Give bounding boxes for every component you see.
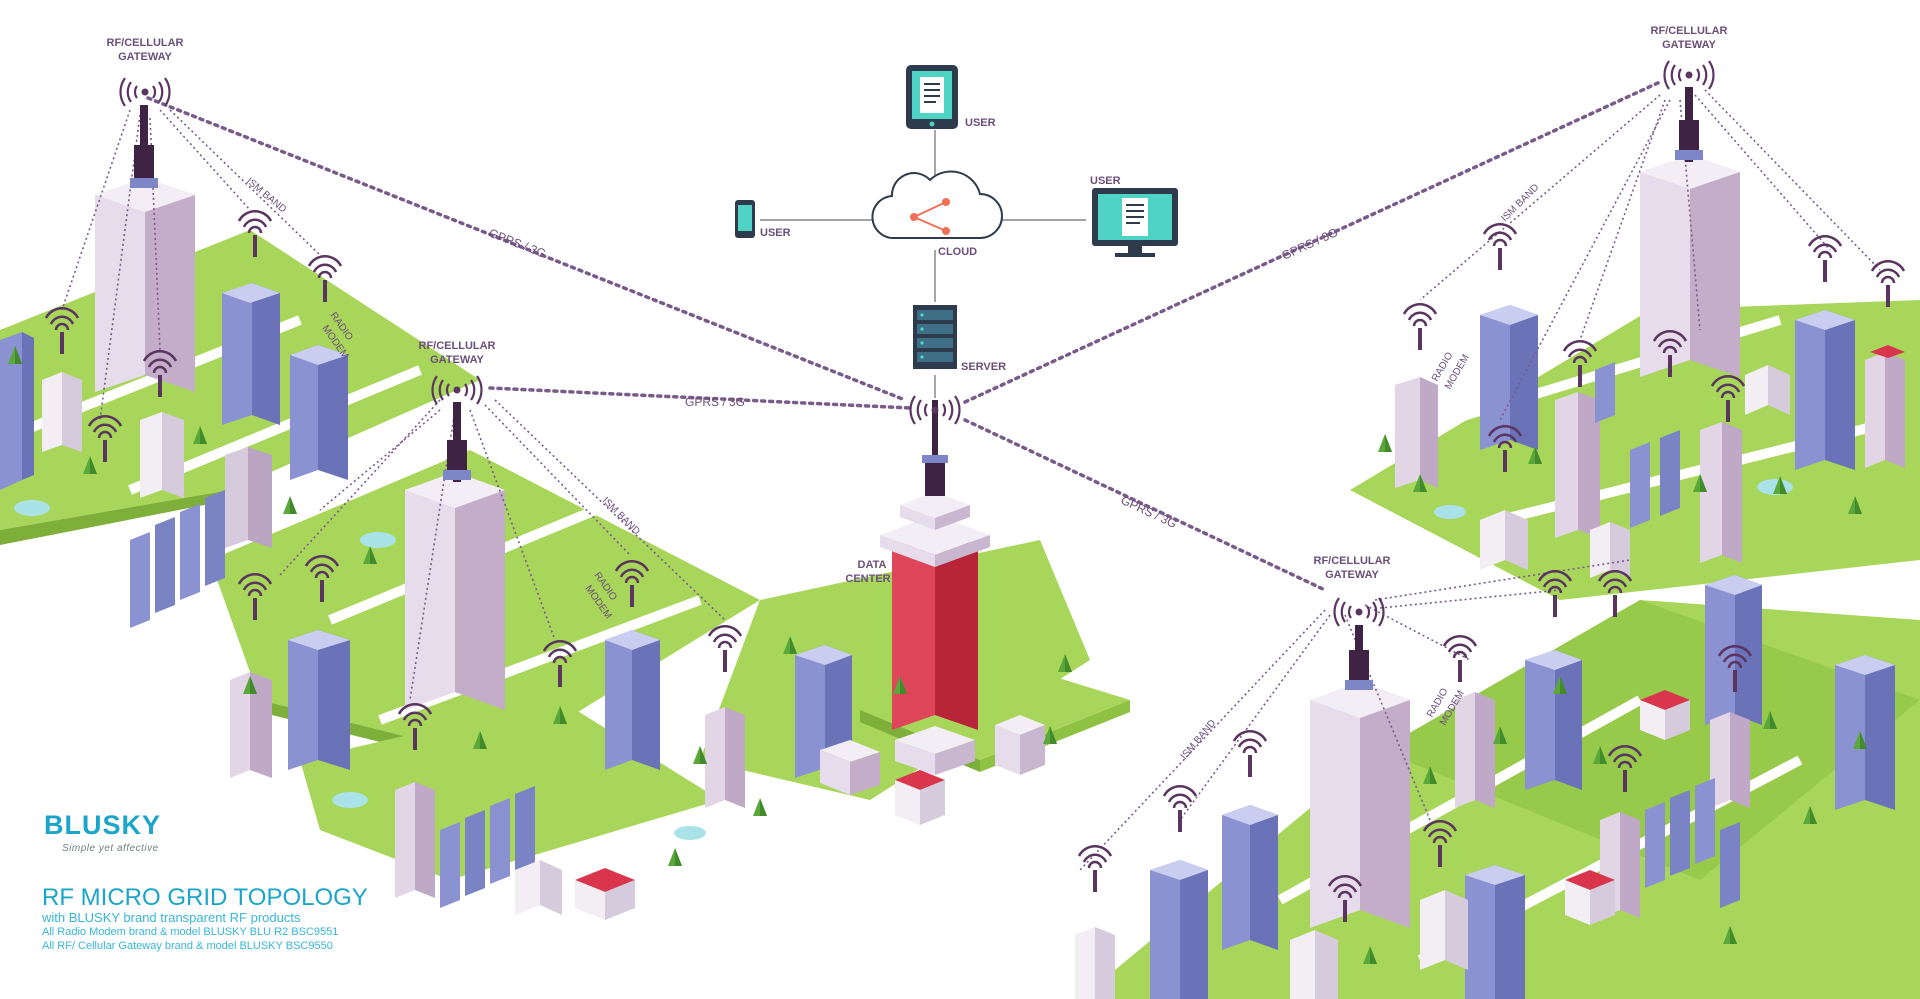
caption-line-1: with BLUSKY brand transparent RF product… bbox=[42, 910, 301, 925]
cloud-connections bbox=[760, 130, 1086, 398]
gateway-tower-left-top bbox=[119, 76, 171, 188]
gateway-label-left-top-1: RF/CELLULAR bbox=[107, 37, 184, 49]
ism-links bbox=[61, 89, 1881, 871]
buildings-right bbox=[1075, 155, 1905, 999]
user-label-phone: USER bbox=[760, 227, 791, 239]
brand-name: BLUSKY bbox=[44, 810, 162, 840]
monitor-user-icon bbox=[1092, 188, 1178, 257]
gprs-label-right-lower: GPRS / 3G bbox=[1119, 493, 1179, 531]
user-label-tablet: USER bbox=[965, 117, 996, 129]
phone-user-icon bbox=[735, 200, 755, 238]
server-label: SERVER bbox=[961, 361, 1006, 373]
cloud-icon bbox=[871, 170, 1003, 240]
gprs-label-left-center: GPRS / 3G bbox=[685, 395, 745, 409]
gateway-label-left-top-2: GATEWAY bbox=[118, 51, 172, 63]
data-center-building bbox=[880, 400, 990, 775]
caption-line-2: All Radio Modem brand & model BLUSKY BLU… bbox=[42, 926, 339, 938]
ism-label-left-top: ISM BAND bbox=[244, 176, 288, 216]
gprs-label-left-top: GPRS / 3G bbox=[487, 226, 548, 261]
gateway-tower-right-top bbox=[1663, 59, 1715, 162]
diagram-title: RF MICRO GRID TOPOLOGY bbox=[42, 884, 368, 911]
data-center-label-1: DATA bbox=[858, 559, 887, 571]
gprs-links bbox=[146, 80, 1662, 592]
buildings-left bbox=[0, 178, 880, 920]
caption-line-3: All RF/ Cellular Gateway brand & model B… bbox=[42, 940, 333, 952]
gateway-label-right-top-2: GATEWAY bbox=[1662, 39, 1716, 51]
gateway-label-right-lower-2: GATEWAY bbox=[1325, 569, 1379, 581]
caption-block: RF MICRO GRID TOPOLOGY with BLUSKY brand… bbox=[42, 885, 502, 953]
brand-logo: BLUSKY Simple yet affective bbox=[40, 810, 460, 854]
data-center-side-buildings bbox=[895, 715, 1045, 825]
gateway-tower-left-center bbox=[431, 374, 483, 482]
cloud-label: CLOUD bbox=[938, 246, 977, 258]
gateway-label-left-center-2: GATEWAY bbox=[430, 354, 484, 366]
gprs-label-right-top: GPRS / 3G bbox=[1279, 225, 1339, 263]
server-icon bbox=[913, 305, 957, 369]
gateway-label-left-center-1: RF/CELLULAR bbox=[419, 340, 496, 352]
gateway-label-right-top-1: RF/CELLULAR bbox=[1651, 25, 1728, 37]
brand-tagline: Simple yet affective bbox=[62, 843, 159, 854]
user-label-monitor: USER bbox=[1090, 175, 1121, 187]
ism-label-right-lower: ISM BAND bbox=[1179, 718, 1219, 762]
ponds bbox=[14, 479, 1793, 840]
ism-label-right-top: ISM BAND bbox=[1499, 182, 1541, 224]
data-center-label-2: CENTER bbox=[845, 573, 890, 585]
tablet-user-icon bbox=[906, 65, 958, 129]
gateway-label-right-lower-1: RF/CELLULAR bbox=[1314, 555, 1391, 567]
gateway-tower-right-lower bbox=[1333, 596, 1385, 690]
